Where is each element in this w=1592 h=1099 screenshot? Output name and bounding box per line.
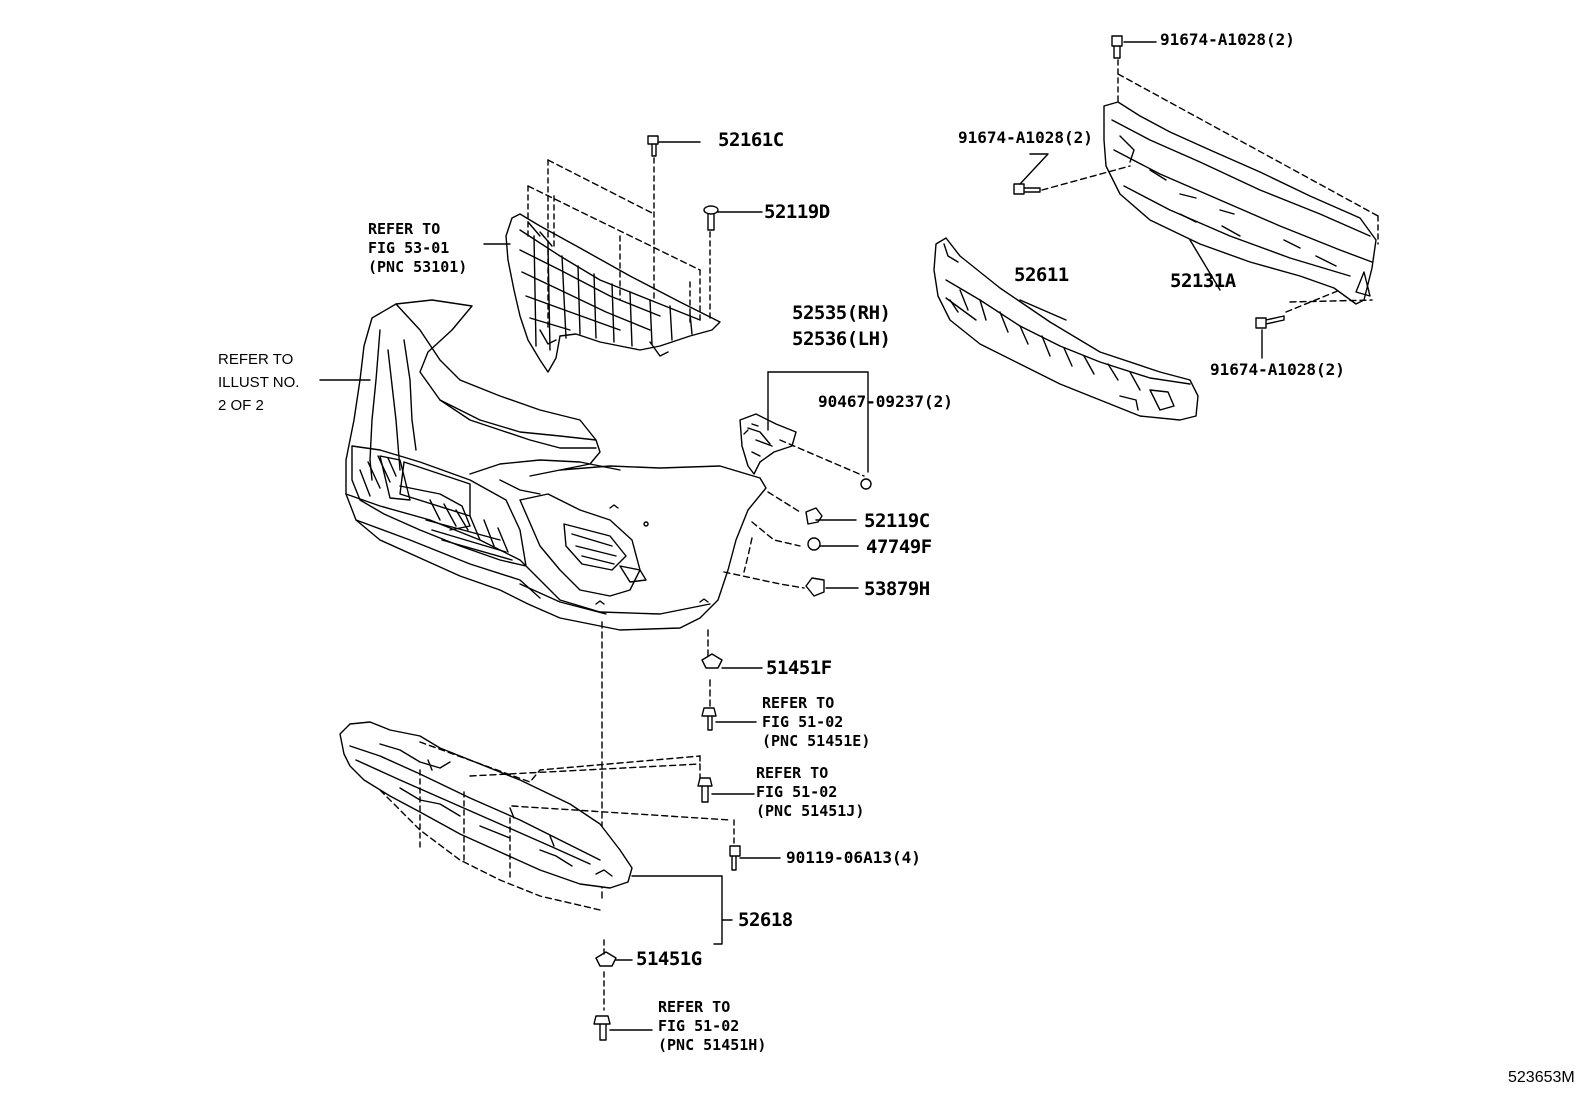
part-label-52611[interactable]: 52611 (1014, 264, 1069, 286)
bumper-reinforcement (1103, 101, 1377, 305)
engine-under-cover (339, 721, 633, 889)
refer-line-2: FIG 51-02 (756, 783, 838, 801)
refer-line-2: FIG 51-02 (658, 1017, 740, 1035)
refer-line-2: FIG 51-02 (762, 713, 844, 731)
energy-absorber (933, 237, 1199, 421)
refer-line-3: (PNC 51451E) (762, 732, 871, 750)
part-label-52131a[interactable]: 52131A (1170, 270, 1236, 292)
illustration-code: 523653M (1508, 1069, 1575, 1086)
refer-line-1: REFER TO (756, 764, 829, 782)
part-label-51451g[interactable]: 51451G (636, 948, 702, 970)
refer-line-3: (PNC 51451H) (658, 1036, 767, 1054)
part-label-52119d[interactable]: 52119D (764, 201, 830, 223)
refer-line-2: FIG 53-01 (368, 239, 450, 257)
refer-fig-53-01[interactable]: REFER TO FIG 53-01 (PNC 53101) (368, 220, 467, 277)
refer-fig-51-02-h[interactable]: REFER TO FIG 51-02 (PNC 51451H) (658, 998, 766, 1055)
radiator-grille (505, 213, 721, 373)
refer-line-1: REFER TO (218, 351, 294, 368)
refer-line-1: REFER TO (762, 694, 835, 712)
refer-fig-51-02-j[interactable]: REFER TO FIG 51-02 (PNC 51451J) (756, 764, 864, 821)
part-label-51451f[interactable]: 51451F (766, 657, 832, 679)
part-label-90467-09237[interactable]: 90467-09237(2) (818, 392, 953, 411)
part-label-52535-rh[interactable]: 52535(RH) (792, 302, 891, 324)
refer-line-3: (PNC 53101) (368, 258, 468, 276)
part-label-52618[interactable]: 52618 (738, 909, 793, 931)
part-label-90119-06a13[interactable]: 90119-06A13(4) (786, 848, 921, 867)
side-retainer-bracket (739, 413, 797, 475)
front-bumper-cover (345, 299, 767, 631)
refer-illust-2-of-2[interactable]: REFER TO ILLUST NO. 2 OF 2 (218, 348, 299, 417)
part-label-47749f[interactable]: 47749F (866, 536, 932, 558)
part-label-91674-a1028-left[interactable]: 91674-A1028(2) (958, 128, 1093, 147)
refer-line-1: REFER TO (368, 220, 441, 238)
part-label-52161c[interactable]: 52161C (718, 129, 784, 151)
refer-fig-51-02-e[interactable]: REFER TO FIG 51-02 (PNC 51451E) (762, 694, 870, 751)
grille-screws (527, 135, 763, 331)
refer-line-3: 2 OF 2 (218, 397, 264, 414)
refer-line-2: ILLUST NO. (218, 374, 300, 391)
part-label-52536-lh[interactable]: 52536(LH) (792, 328, 891, 350)
part-label-53879h[interactable]: 53879H (864, 578, 930, 600)
part-label-91674-a1028-bottom[interactable]: 91674-A1028(2) (1210, 360, 1345, 379)
part-label-91674-a1028-top[interactable]: 91674-A1028(2) (1160, 30, 1295, 49)
refer-line-3: (PNC 51451J) (756, 802, 865, 820)
part-label-52119c[interactable]: 52119C (864, 510, 930, 532)
refer-line-1: REFER TO (658, 998, 731, 1016)
